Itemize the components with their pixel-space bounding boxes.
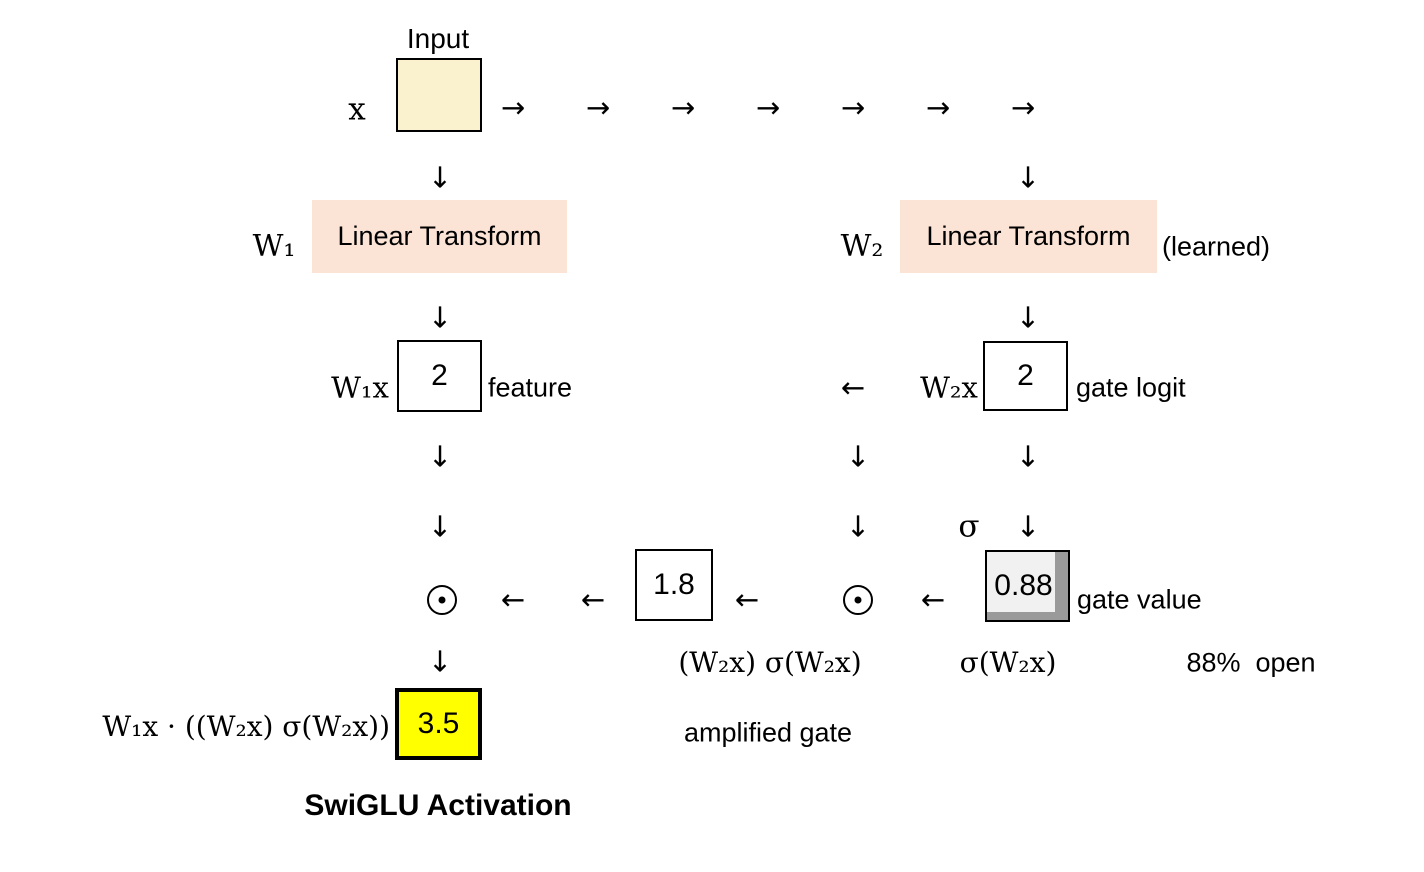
right-arrow-icon: →	[585, 90, 611, 125]
linear-transform-box-right: Linear Transform	[900, 200, 1157, 273]
sigma-expr: σ(W₂x)	[959, 646, 1057, 679]
gate-logit-label: gate logit	[1076, 372, 1186, 403]
w1-label: W₁	[252, 229, 296, 264]
right-arrow-icon: →	[1010, 90, 1036, 125]
linear-transform-box-left: Linear Transform	[312, 200, 567, 273]
down-arrow-icon: ↓	[427, 439, 453, 474]
down-arrow-icon: ↓	[427, 300, 453, 335]
w2-label: W₂	[840, 229, 884, 264]
down-arrow-icon: ↓	[1015, 509, 1041, 544]
input-label: Input	[406, 23, 470, 54]
down-arrow-icon: ↓	[1015, 439, 1041, 474]
swish-expr: (W₂x) σ(W₂x)	[678, 646, 862, 679]
output-expr: W₁x · ((W₂x) σ(W₂x))	[102, 710, 390, 743]
gate-open-fill	[987, 552, 1056, 612]
down-arrow-icon: ↓	[427, 644, 453, 679]
right-arrow-icon: →	[840, 90, 866, 125]
down-arrow-icon: ↓	[845, 509, 871, 544]
right-arrow-icon: →	[925, 90, 951, 125]
sigma-symbol: σ	[958, 508, 980, 545]
feature-value-box: 2	[397, 340, 482, 412]
output-value: 3.5	[417, 707, 460, 740]
gate-logit-value: 2	[1017, 359, 1034, 392]
feature-value: 2	[431, 359, 448, 392]
left-arrow-icon: ←	[920, 582, 946, 617]
swish-value-box: 1.8	[635, 549, 713, 621]
input-box	[396, 58, 482, 132]
right-arrow-icon: →	[755, 90, 781, 125]
input-symbol: x	[348, 91, 366, 128]
gate-value-box: 0.88	[985, 550, 1070, 622]
linear-transform-label: Linear Transform	[926, 221, 1131, 251]
gate-open-label: 88% open	[1186, 647, 1316, 678]
down-arrow-icon: ↓	[845, 439, 871, 474]
output-value-box: 3.5	[395, 688, 482, 760]
gate-logit-expr: W₂x	[920, 370, 978, 405]
left-arrow-icon: ←	[840, 370, 866, 405]
down-arrow-icon: ↓	[1015, 160, 1041, 195]
learned-note: (learned)	[1162, 231, 1271, 262]
swish-value: 1.8	[653, 568, 695, 601]
feature-expr: W₁x	[331, 370, 389, 405]
left-arrow-icon: ←	[500, 582, 526, 617]
amplified-gate-label: amplified gate	[683, 717, 853, 748]
odot-icon	[843, 585, 873, 615]
down-arrow-icon: ↓	[427, 509, 453, 544]
gate-value: 0.88	[994, 569, 1053, 602]
right-arrow-icon: →	[500, 90, 526, 125]
feature-label: feature	[488, 372, 573, 403]
odot-icon	[427, 585, 457, 615]
left-arrow-icon: ←	[580, 582, 606, 617]
swiglu-title: SwiGLU Activation	[304, 789, 572, 822]
down-arrow-icon: ↓	[427, 160, 453, 195]
down-arrow-icon: ↓	[1015, 300, 1041, 335]
linear-transform-label: Linear Transform	[337, 221, 542, 251]
left-arrow-icon: ←	[734, 582, 760, 617]
gate-value-label: gate value	[1077, 584, 1202, 615]
gate-logit-box: 2	[983, 341, 1068, 411]
right-arrow-icon: →	[670, 90, 696, 125]
